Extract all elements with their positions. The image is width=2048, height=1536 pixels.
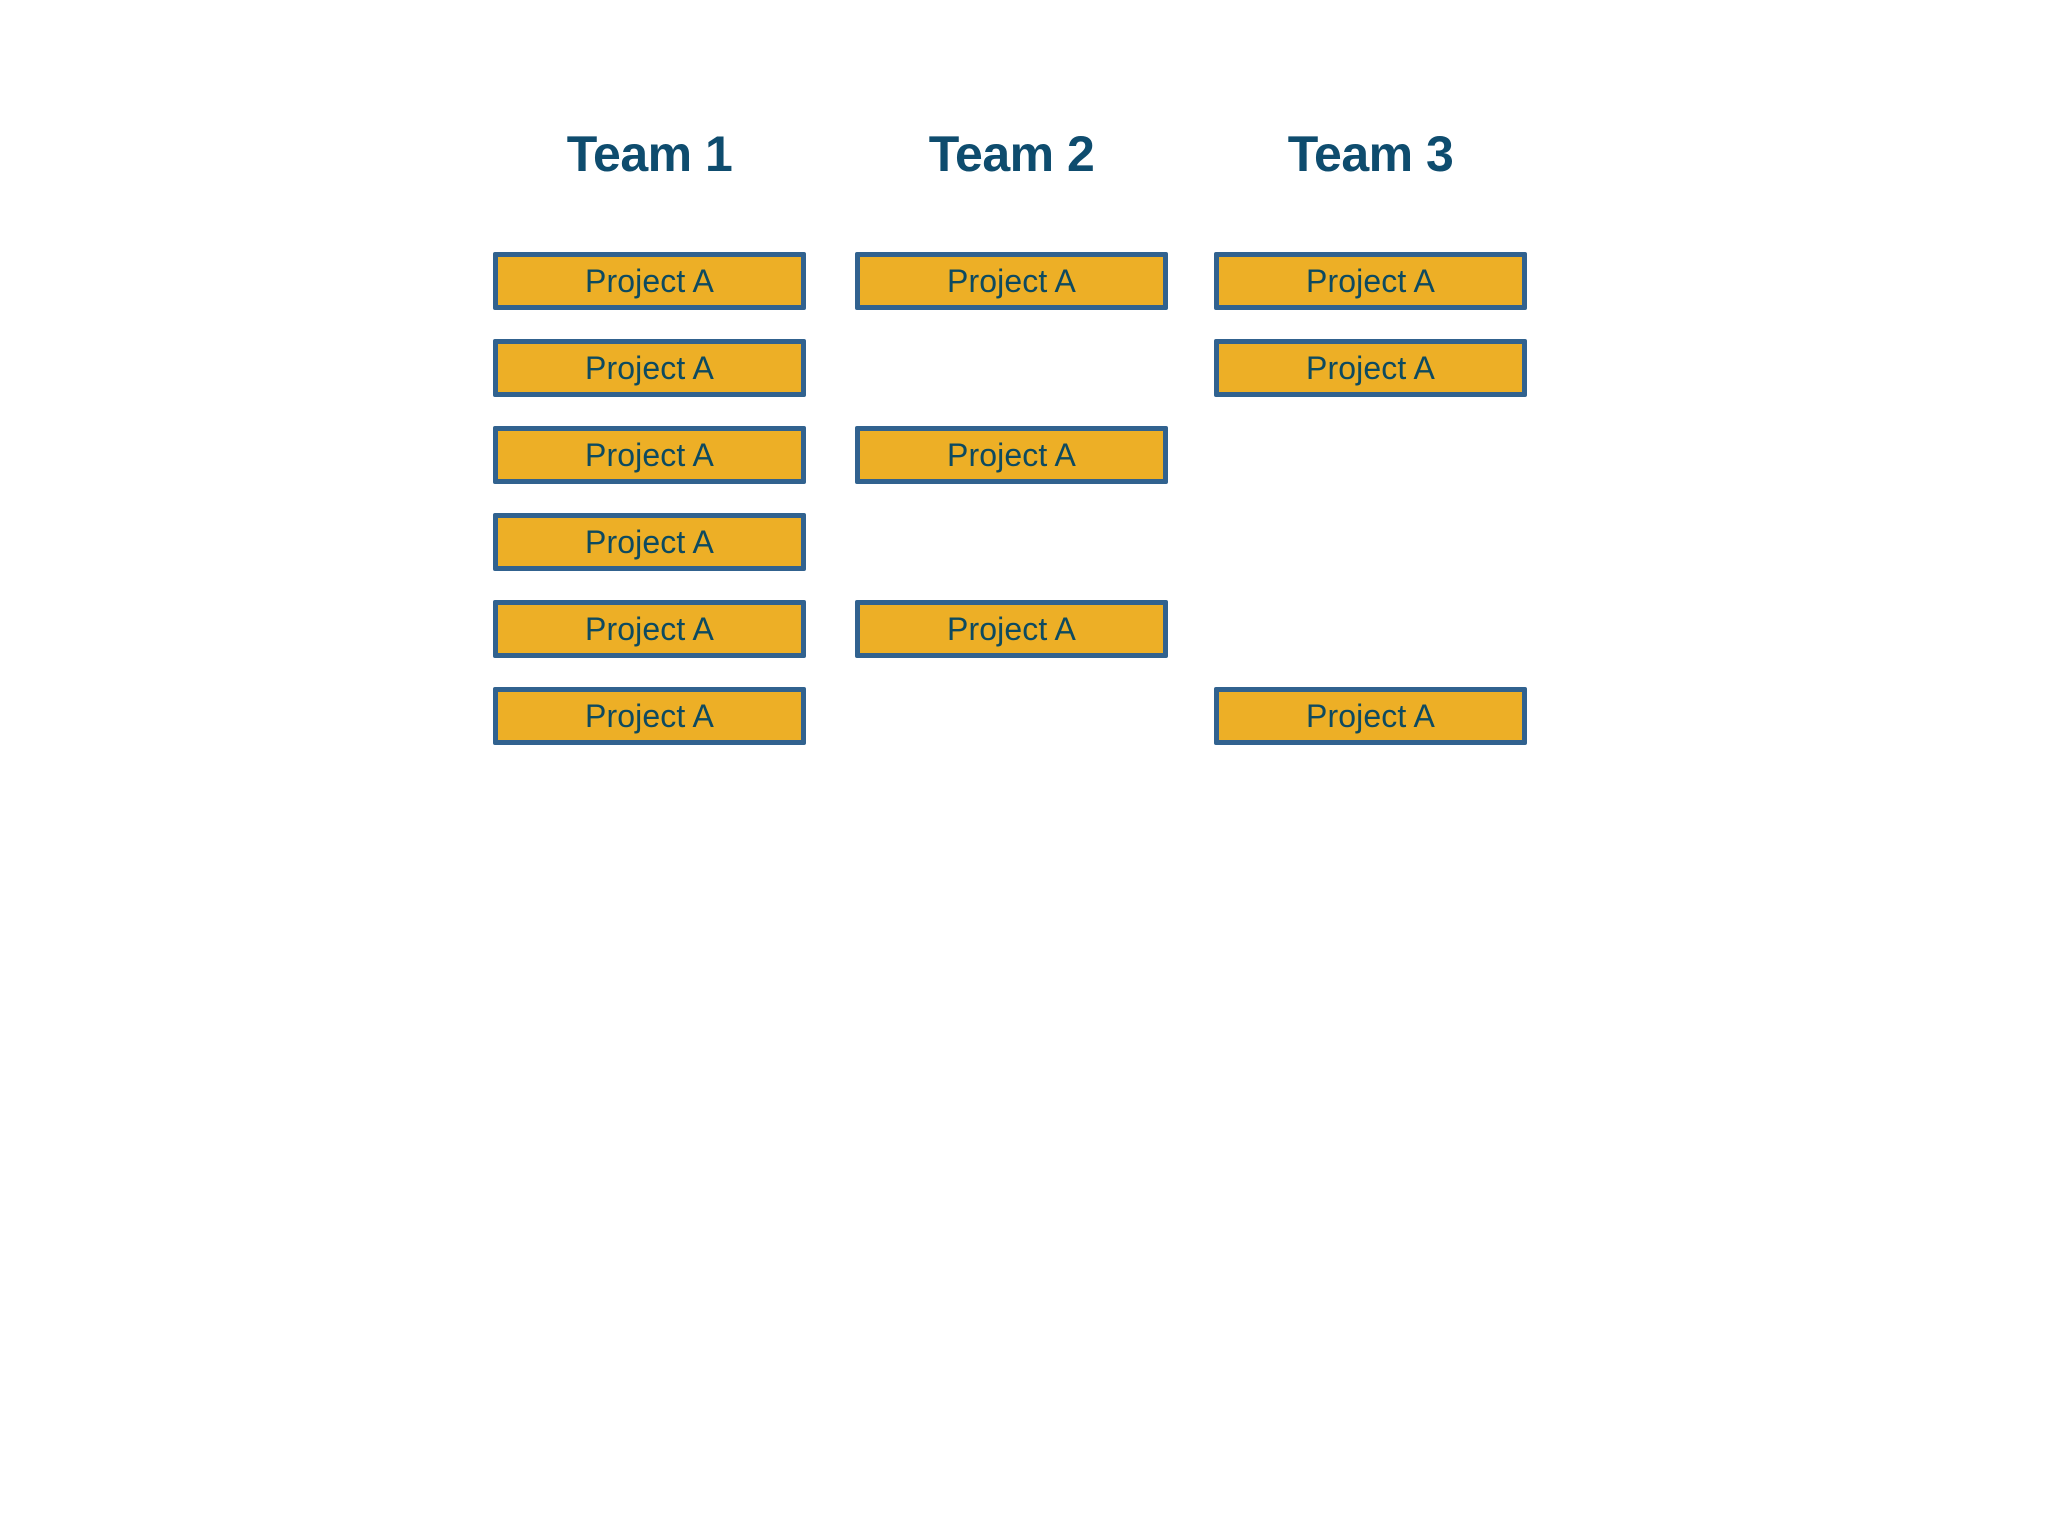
project-box[interactable]: Project A: [493, 426, 806, 484]
project-slot: Project A: [855, 252, 1168, 310]
team-header-1: Team 1: [566, 126, 733, 182]
project-box[interactable]: Project A: [493, 600, 806, 658]
project-list-team-2: Project A Project A Project A: [855, 252, 1168, 774]
project-list-team-1: Project A Project A Project A Project A …: [493, 252, 806, 774]
project-slot: Project A: [855, 600, 1168, 658]
project-box[interactable]: Project A: [493, 252, 806, 310]
project-box[interactable]: Project A: [855, 252, 1168, 310]
project-box[interactable]: Project A: [1214, 687, 1527, 745]
project-box[interactable]: Project A: [493, 687, 806, 745]
project-slot-empty: [855, 687, 1168, 745]
project-box[interactable]: Project A: [855, 426, 1168, 484]
project-box[interactable]: Project A: [1214, 339, 1527, 397]
project-box[interactable]: Project A: [1214, 252, 1527, 310]
project-box[interactable]: Project A: [493, 513, 806, 571]
team-header-3: Team 3: [1287, 126, 1454, 182]
project-slot: Project A: [493, 600, 806, 658]
project-slot-empty: [1214, 426, 1527, 484]
team-column-1: Team 1 Project A Project A Project A Pro…: [493, 0, 806, 1536]
project-slot: Project A: [1214, 687, 1527, 745]
project-slot: Project A: [493, 513, 806, 571]
project-slot-empty: [1214, 513, 1527, 571]
project-slot: Project A: [493, 426, 806, 484]
project-slot: Project A: [493, 687, 806, 745]
team-header-2: Team 2: [928, 126, 1095, 182]
project-slot-empty: [855, 339, 1168, 397]
project-slot: Project A: [1214, 252, 1527, 310]
project-slot: Project A: [855, 426, 1168, 484]
project-list-team-3: Project A Project A Project A: [1214, 252, 1527, 774]
team-column-2: Team 2 Project A Project A Project A: [855, 0, 1168, 1536]
team-column-3: Team 3 Project A Project A Project A: [1214, 0, 1527, 1536]
project-box[interactable]: Project A: [493, 339, 806, 397]
project-slot: Project A: [1214, 339, 1527, 397]
project-slot-empty: [855, 513, 1168, 571]
project-box[interactable]: Project A: [855, 600, 1168, 658]
project-slot-empty: [1214, 600, 1527, 658]
project-slot: Project A: [493, 252, 806, 310]
project-slot: Project A: [493, 339, 806, 397]
